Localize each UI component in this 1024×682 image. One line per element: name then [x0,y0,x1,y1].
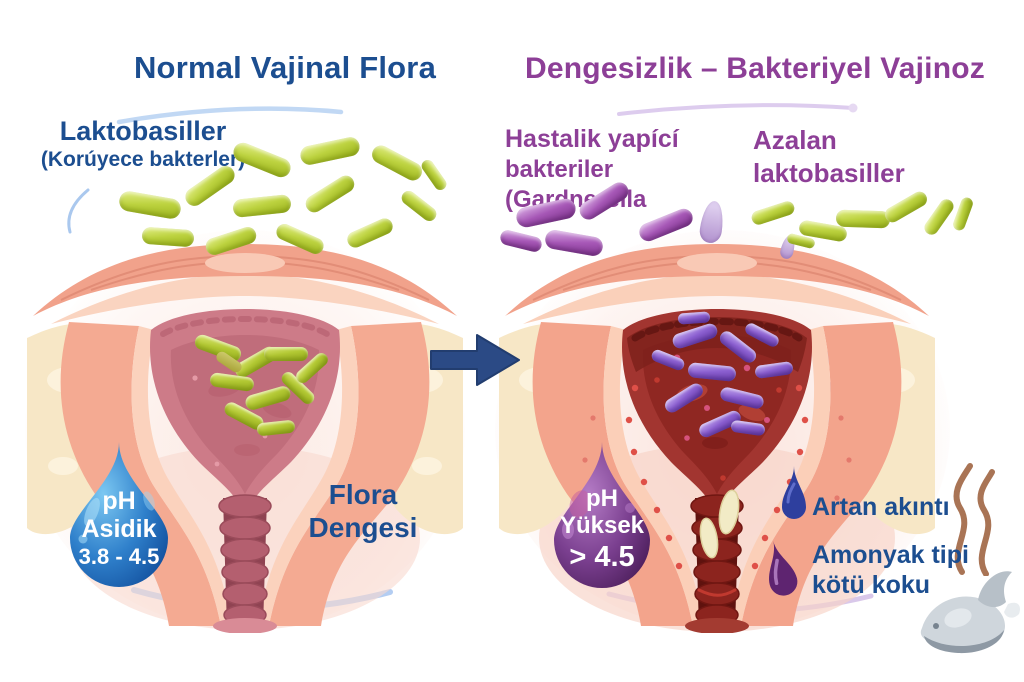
ph-drop-purple-icon: pH Yüksek > 4.5 [538,438,666,598]
lactobacilli-label: Laktobasiller (Korúyece bakterler) [27,116,259,172]
odor-drop-icon [769,540,798,596]
ph-line: pH [102,486,136,515]
ph-drop-purple-shape [554,442,650,588]
ph-drop-purple-text: pH Yüksek > 4.5 [538,438,666,598]
lactobacillus-rod-icon [882,189,930,225]
left-top-arc [116,106,344,125]
flora-balance-line2: Dengesi [308,512,418,544]
uterus-illustration-bv [499,244,935,633]
odor-label-line2: kötü koku [812,570,931,599]
gardnerella-rod-icon [677,311,711,325]
lactobacillus-rod-icon [951,195,975,233]
lactobacillus-rod-icon [302,172,358,216]
lactobacillus-rod-icon [230,139,294,181]
lactobacillus-rod-icon [368,142,426,184]
transition-arrow-icon [430,334,520,386]
lactobacillus-rod-icon [141,226,195,248]
odor-label: Amonyak tipi kötü koku [812,541,969,600]
decreased-lactobacilli-label: Azalan laktobasiller [753,124,953,189]
ph-range-line: 3.8 - 4.5 [78,543,160,569]
left-panel-title: Normal Vajinal Flora [133,50,437,85]
ph-drop-blue-icon: pH Asidik 3.8 - 4.5 [52,438,186,594]
pathogen-label-line1: Hastalik yapící [505,125,679,153]
ph-value-line: > 4.5 [569,540,635,573]
uterus-illustration-normal [27,244,463,633]
lactobacillus-rod-icon [264,347,308,361]
decreased-label-line2: laktobasiller [753,157,905,188]
decreased-label-line1: Azalan [753,125,837,155]
lactobacillus-rod-icon [835,209,891,229]
lactobacilli-label-main: Laktobasiller [59,116,227,146]
lactobacillus-rod-icon [117,189,183,221]
lactobacilli-label-sub: (Korúyece bakterler) [40,148,246,172]
right-top-arc [617,103,858,116]
discharge-label: Artan akıntı [812,493,950,521]
lactobacillus-rod-icon [298,135,362,167]
level-line: Yüksek [559,512,645,539]
odor-label-line1: Amonyak tipi [812,541,969,569]
odor-waves-icon [953,463,995,576]
lactobacillus-rod-icon [921,196,957,238]
ph-drop-blue-shape [70,442,168,587]
discharge-drop-icon [782,466,806,519]
flora-balance-label: Flora Dengesi [288,478,438,544]
pathogen-label: Hastalik yapící bakteriler (Gardnerella [505,124,755,215]
lactobacillus-rod-icon [749,199,797,227]
right-panel-title: Dengesizlik – Bakteriyel Vajinoz [525,52,985,85]
lactobacillus-rod-icon [232,194,292,218]
lactobacillus-rod-icon [419,157,449,193]
dead-fish-icon [920,571,1020,654]
ph-drop-blue-text: pH Asidik 3.8 - 4.5 [52,438,186,594]
acidity-line: Asidik [81,515,157,544]
lactobacillus-rod-icon [398,188,440,224]
small-pointer-arc [67,188,90,234]
flora-balance-line1: Flora [328,479,398,510]
ph-line: pH [586,484,618,512]
